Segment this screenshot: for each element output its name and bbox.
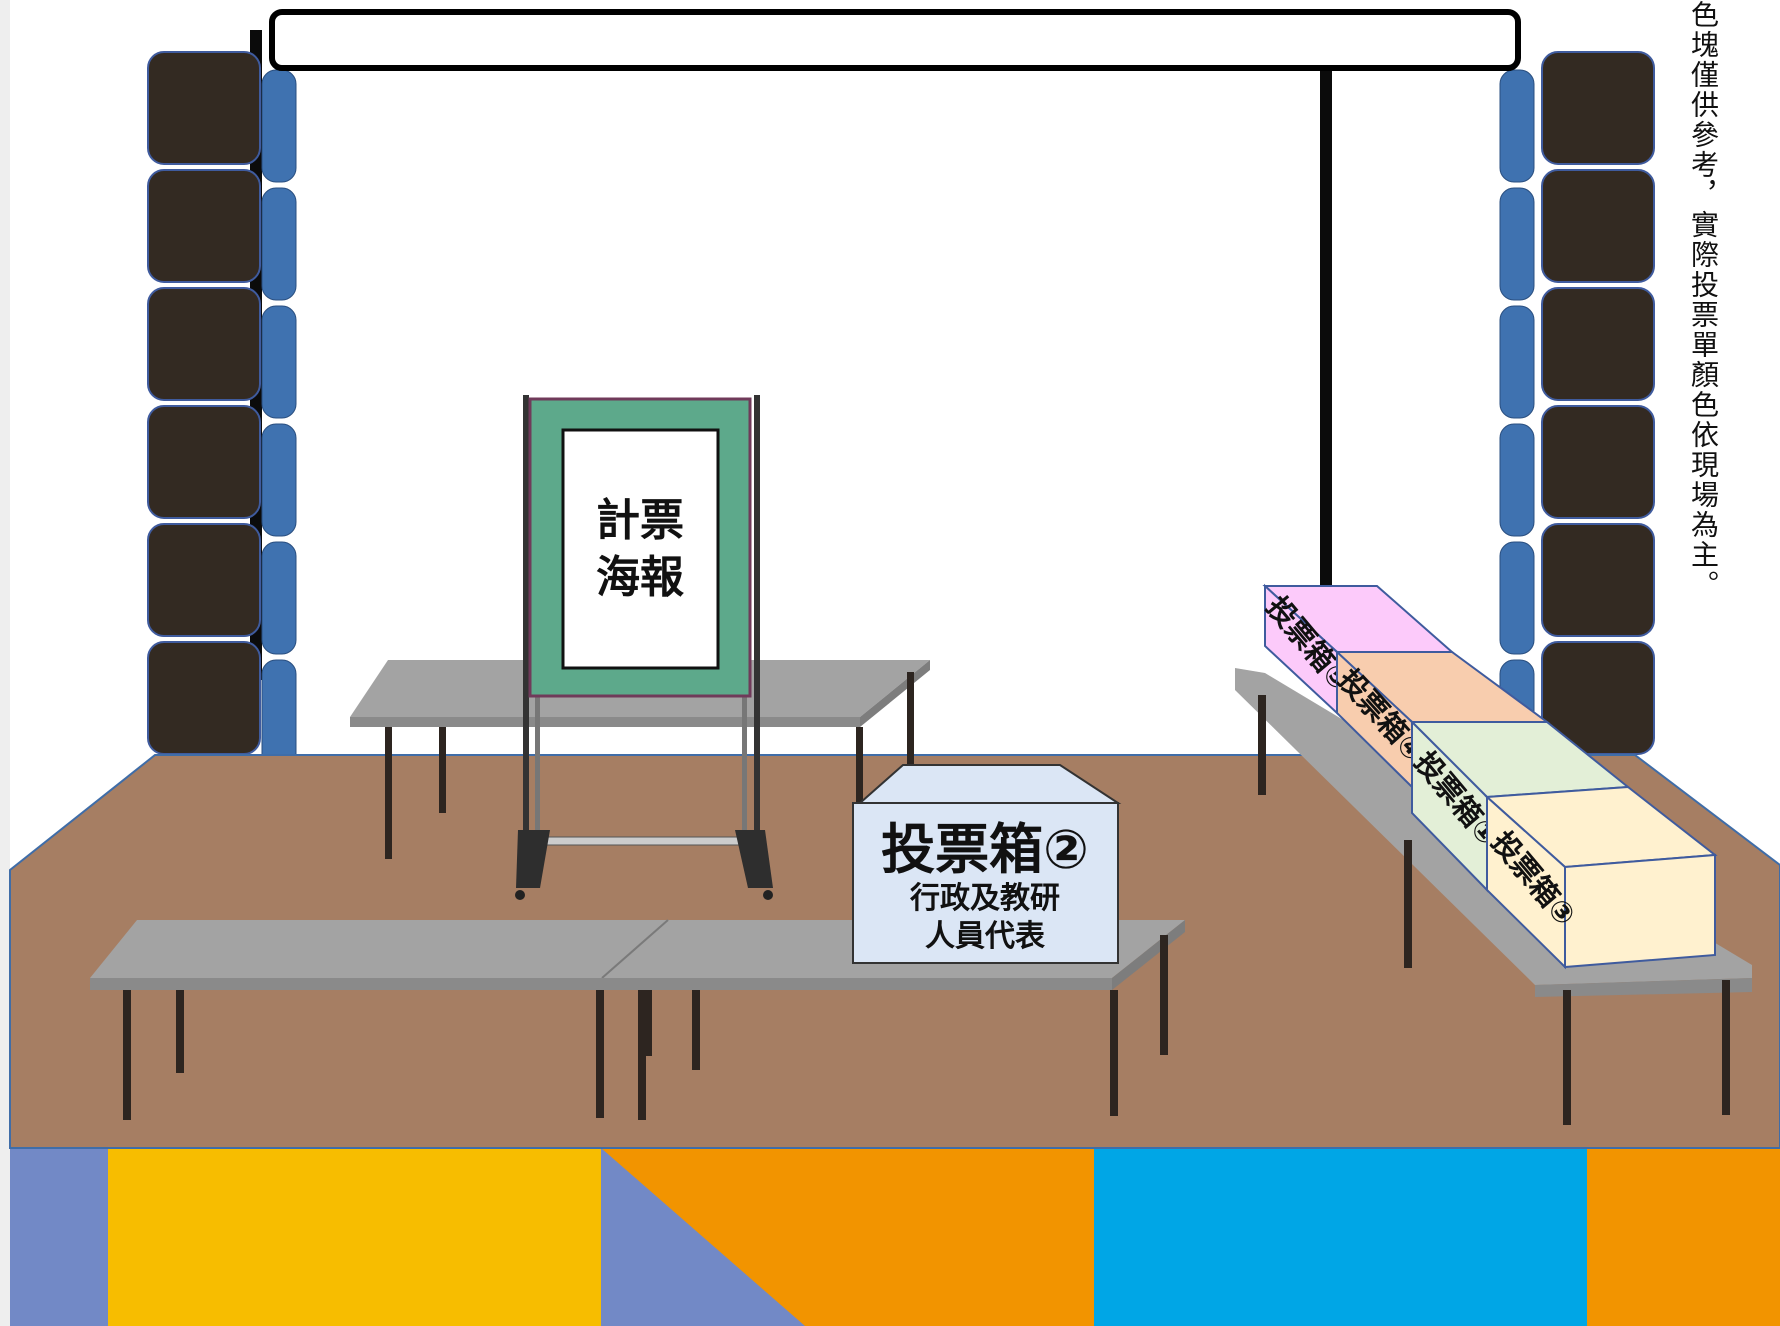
curtain-right [1499, 69, 1535, 773]
speaker-block [147, 51, 261, 165]
speaker-block [147, 641, 261, 755]
curtain-fold [261, 423, 297, 537]
easel-wheel [515, 890, 525, 900]
speaker-block [147, 287, 261, 401]
easel-pole-right [754, 395, 760, 865]
ballot-box-main-subtitle-1: 行政及教研 [909, 881, 1060, 916]
poster-label-line2: 海報 [596, 552, 684, 603]
speaker-stack-left [147, 51, 261, 755]
ballot-box-main-subtitle-2: 人員代表 [925, 919, 1045, 954]
ballot-box-3-front [1564, 853, 1716, 969]
easel-crossbar [529, 836, 761, 846]
table-leg [1563, 990, 1571, 1125]
table-leg [907, 672, 914, 795]
table-leg [638, 990, 646, 1120]
easel-pole-left [523, 395, 529, 865]
left-margin [0, 0, 10, 1326]
table-leg [644, 990, 652, 1056]
ballot-box-3: 投票箱③ [1484, 785, 1718, 970]
speaker-block [1541, 405, 1655, 519]
poster-label-line1: 計票 [596, 495, 684, 546]
speaker-block [1541, 287, 1655, 401]
ballot-box-main-title: 投票箱② [881, 818, 1089, 881]
right-table-edge [1535, 978, 1752, 997]
curtain-fold [1499, 187, 1535, 301]
curtain-fold [261, 187, 297, 301]
speaker-block [147, 523, 261, 637]
table-leg [1110, 990, 1118, 1116]
speaker-block [147, 169, 261, 283]
curtain-fold [1499, 69, 1535, 183]
easel-foot-left [516, 830, 550, 888]
curtain-fold [261, 305, 297, 419]
ballot-box-3-face [1486, 794, 1566, 970]
curtain-fold [1499, 305, 1535, 419]
table-leg [385, 727, 392, 859]
stage-front-band [10, 1147, 1780, 1326]
curtain-fold [261, 541, 297, 655]
table-leg [176, 990, 184, 1073]
table-leg [1258, 695, 1266, 795]
speaker-block [1541, 51, 1655, 165]
table-leg [856, 727, 863, 857]
poster-easel: 計票 海報 [515, 395, 773, 900]
curtain-left [261, 69, 297, 773]
band-block-lilac-triangle [601, 1148, 805, 1326]
easel-foot-right [735, 830, 773, 888]
color-reference-note: 色塊僅供參考，實際投票單顏色依現場為主。 [1687, 0, 1720, 600]
back-table-edge [350, 717, 860, 727]
curtain-fold [1499, 423, 1535, 537]
table-leg [596, 990, 604, 1118]
front-table-edge [90, 978, 1112, 990]
band-block-cyan [1094, 1148, 1587, 1326]
band-block-lilac [10, 1148, 108, 1326]
band-block-orange-right [1587, 1148, 1780, 1326]
table-leg [692, 990, 700, 1070]
poster-sheet [561, 428, 720, 670]
speaker-block [147, 405, 261, 519]
top-banner [269, 9, 1521, 71]
table-leg [1722, 980, 1730, 1115]
table-seam [601, 919, 669, 979]
table-leg [439, 727, 446, 813]
table-leg [1160, 935, 1168, 1055]
speaker-block [1541, 169, 1655, 283]
back-wall [258, 30, 1324, 680]
table-leg [1404, 840, 1412, 968]
table-leg [123, 990, 131, 1120]
ballot-box-main: 投票箱② 行政及教研 人員代表 [852, 764, 1122, 964]
screen-edge-right [1320, 30, 1332, 680]
band-block-yellow [108, 1148, 601, 1326]
ballot-box-main-front [852, 802, 1119, 964]
curtain-fold [1499, 541, 1535, 655]
easel-wheel [763, 890, 773, 900]
curtain-fold [261, 69, 297, 183]
speaker-stack-right [1541, 51, 1655, 755]
speaker-block [1541, 523, 1655, 637]
